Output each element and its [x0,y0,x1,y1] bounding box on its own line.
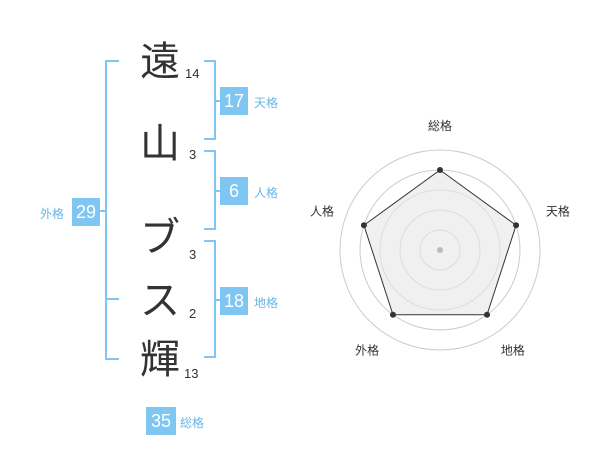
radar-area [363,169,517,316]
tenkaku-connector [214,100,220,102]
name-char-1: 遠 [140,39,180,85]
radar-axis-label-5: 人格 [310,204,334,219]
radar-point-5 [360,222,367,229]
soukaku-label: 総格 [180,416,205,430]
radar-axis-label-2: 天格 [546,204,570,219]
radar-ring-5 [339,149,541,351]
radar-point-4 [389,311,396,318]
gaikaku-label: 外格 [40,207,65,221]
stroke-count-5: 13 [184,366,199,381]
gaikaku-connector [100,210,106,212]
radar-point-1 [437,167,443,173]
radar-axis-label-1: 総格 [428,118,452,133]
soukaku-badge: 35 [146,407,176,435]
radar-axis-label-4: 外格 [355,342,379,357]
radar-points [360,167,520,318]
chikaku-label: 地格 [254,296,279,310]
radar-axis-label-3: 地格 [501,342,525,357]
gaikaku-badge: 29 [72,198,100,226]
stroke-count-1: 14 [185,66,200,81]
tenkaku-badge: 17 [220,87,248,115]
radar-point-3 [484,311,491,318]
radar-center-dot [437,247,443,253]
stroke-count-4: 2 [189,306,197,321]
jinkaku-connector [214,190,220,192]
stroke-count-3: 3 [189,247,197,262]
gaikaku-bracket [105,60,119,360]
stroke-count-2: 3 [189,147,197,162]
chikaku-connector [214,299,220,301]
name-char-5: 輝 [140,337,180,383]
jinkaku-label: 人格 [254,186,279,200]
tenkaku-label: 天格 [254,96,279,110]
name-char-3: ブ [140,215,180,261]
gaikaku-split-tick [105,298,119,300]
name-char-4: ス [140,278,180,324]
radar-point-2 [513,222,520,229]
chikaku-badge: 18 [220,287,248,315]
jinkaku-badge: 6 [220,177,248,205]
name-char-2: 山 [140,121,180,167]
